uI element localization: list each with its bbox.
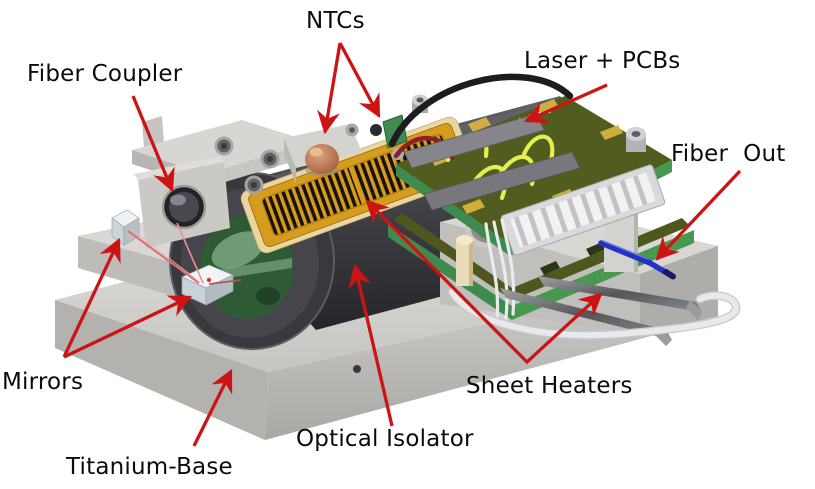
annotation-arrows xyxy=(62,42,742,447)
label-optical-isolator: Optical Isolator xyxy=(296,426,474,452)
label-mirrors: Mirrors xyxy=(2,369,84,395)
fiber-out-rod xyxy=(598,240,676,280)
label-titanium-base: Titanium-Base xyxy=(66,454,233,480)
arrow-mirrors-1 xyxy=(62,237,121,358)
label-fiber-coupler: Fiber Coupler xyxy=(27,61,183,87)
arrow-fiber-out xyxy=(655,169,742,261)
arrow-fiber-coupler xyxy=(131,95,175,193)
arrow-mirrors-2 xyxy=(63,295,193,359)
label-ntcs: NTCs xyxy=(306,8,365,34)
arrow-optical-isolator xyxy=(348,263,394,427)
laser-beam xyxy=(127,222,242,285)
label-sheet-heaters: Sheet Heaters xyxy=(466,373,633,399)
ntc-dome xyxy=(284,123,362,184)
white-cable-loop xyxy=(447,287,741,340)
ntc-sub-board xyxy=(370,114,408,149)
arrow-ntc-right xyxy=(338,42,381,119)
arrow-sheet-heaters xyxy=(365,199,603,365)
fiber-coupler-3d xyxy=(132,116,312,248)
arrow-titanium-base xyxy=(192,368,233,447)
arrow-ntc-left xyxy=(317,42,342,135)
label-fiber-out: Fiber Out xyxy=(671,141,786,167)
arrow-laser-pcbs xyxy=(523,83,608,124)
coupler-lens xyxy=(161,184,207,230)
base-hole xyxy=(353,365,361,373)
label-laser-pcbs: Laser + PCBs xyxy=(524,48,681,74)
black-cable xyxy=(388,73,574,148)
